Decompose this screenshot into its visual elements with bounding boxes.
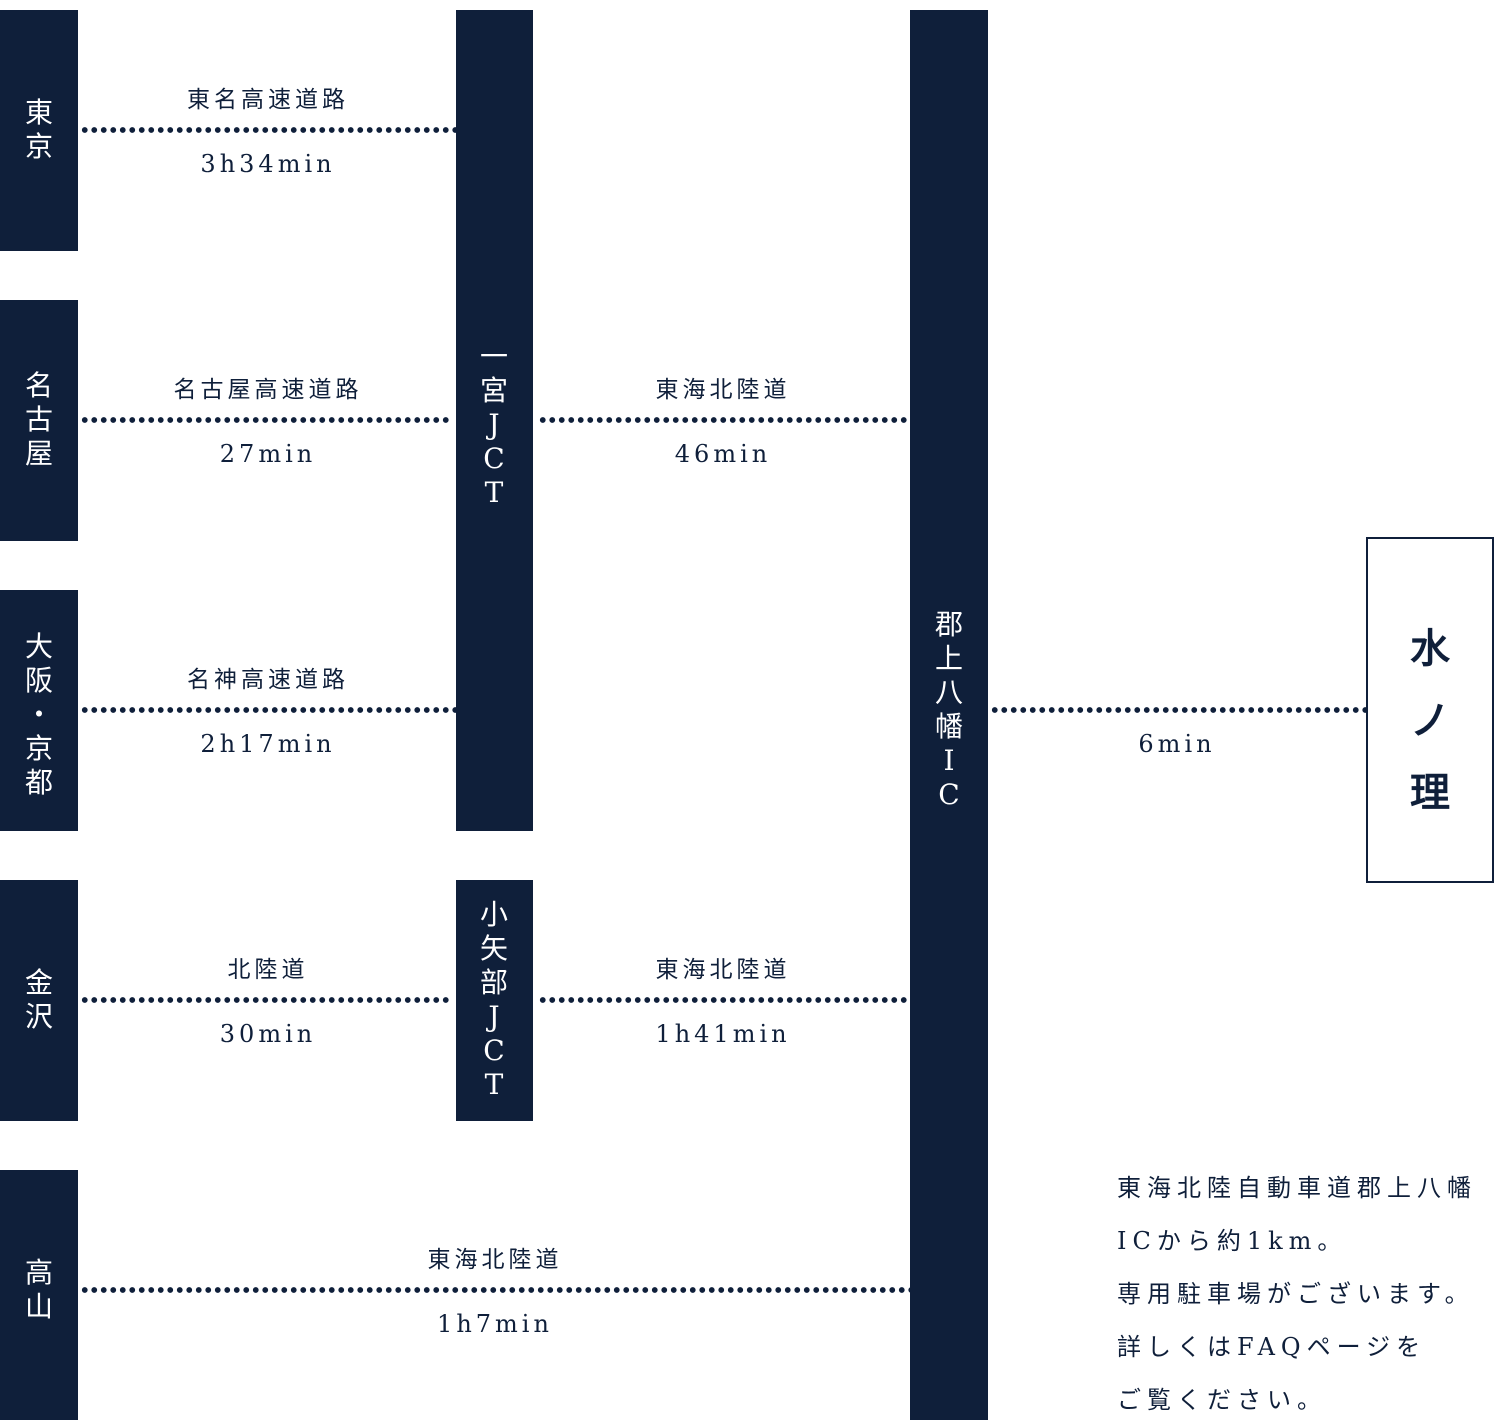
origin-label-tokyo: 東京 bbox=[24, 96, 53, 163]
time-label-tokyo: 3h34min bbox=[200, 150, 336, 178]
road-label-tokyo: 東名高速道路 bbox=[187, 87, 349, 113]
route-line-osaka-kyoto bbox=[80, 707, 456, 713]
access-note-line: 東海北陸自動車道郡上八幡 bbox=[1117, 1174, 1477, 1202]
road-label-ichinomiya: 東海北陸道 bbox=[655, 377, 791, 403]
time-label-takayama: 1h7min bbox=[437, 1310, 553, 1338]
road-label-kanazawa: 北陸道 bbox=[227, 957, 309, 983]
route-line-gujo bbox=[990, 707, 1366, 713]
route-line-ichinomiya bbox=[538, 417, 910, 423]
route-line-nagoya bbox=[80, 417, 452, 423]
route-line-takayama bbox=[80, 1287, 910, 1293]
time-label-ichinomiya: 46min bbox=[674, 440, 772, 468]
road-label-nagoya: 名古屋高速道路 bbox=[173, 377, 363, 403]
access-note: 東海北陸自動車道郡上八幡 ICから約1km。 専用駐車場がございます。 詳しくは… bbox=[1117, 1162, 1500, 1420]
road-label-oyabe: 東海北陸道 bbox=[655, 957, 791, 983]
origin-label-takayama: 高山 bbox=[24, 1256, 53, 1323]
origin-label-osaka-kyoto: 大阪・京都 bbox=[24, 630, 53, 799]
access-note-line: 専用駐車場がございます。 bbox=[1117, 1280, 1475, 1308]
time-label-oyabe: 1h41min bbox=[655, 1020, 791, 1048]
time-label-gujo: 6min bbox=[1138, 730, 1216, 758]
origin-bar-takayama: 高山 bbox=[0, 1170, 78, 1420]
route-line-tokyo bbox=[80, 127, 456, 133]
time-label-nagoya: 27min bbox=[219, 440, 317, 468]
destination-box: 水ノ理 bbox=[1366, 537, 1494, 883]
route-line-oyabe bbox=[538, 997, 910, 1003]
time-label-kanazawa: 30min bbox=[219, 1020, 317, 1048]
origin-bar-kanazawa: 金沢 bbox=[0, 880, 78, 1121]
origin-label-kanazawa: 金沢 bbox=[24, 966, 53, 1033]
route-line-kanazawa bbox=[80, 997, 452, 1003]
access-note-line: ICから約1km。 bbox=[1117, 1227, 1348, 1255]
time-label-osaka-kyoto: 2h17min bbox=[200, 730, 336, 758]
access-note-line: 詳しくはFAQページを bbox=[1117, 1333, 1427, 1361]
origin-bar-nagoya: 名古屋 bbox=[0, 300, 78, 541]
origin-label-nagoya: 名古屋 bbox=[24, 369, 53, 470]
road-label-osaka-kyoto: 名神高速道路 bbox=[187, 667, 349, 693]
origin-bar-osaka-kyoto: 大阪・京都 bbox=[0, 590, 78, 831]
destination-name: 水ノ理 bbox=[1410, 625, 1450, 816]
access-note-line: ご覧ください。 bbox=[1117, 1386, 1327, 1414]
origin-bar-tokyo: 東京 bbox=[0, 10, 78, 251]
road-label-takayama: 東海北陸道 bbox=[427, 1247, 563, 1273]
